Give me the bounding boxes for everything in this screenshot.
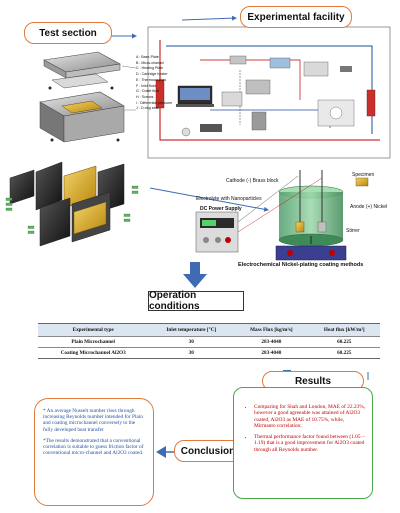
- table-cell: Coating Microchannel Al2O3: [38, 347, 149, 359]
- results-bullet: Thermal performance factor found between…: [254, 434, 366, 453]
- conclusion-paragraph: * An average Nusselt number rises throug…: [43, 408, 143, 433]
- col-experimental-type: Experimental type: [38, 323, 149, 337]
- test-section-legend: A : Base-Plate B : Micro-channel C : Hea…: [136, 55, 176, 112]
- table-cell: 30: [148, 347, 235, 359]
- legend-item: D : Cartridge heater: [136, 72, 168, 77]
- down-arrow-to-operation: [183, 262, 207, 288]
- legend-item: I : Differential pressure: [136, 100, 173, 105]
- table-cell: 283-4040: [234, 347, 309, 359]
- operation-conditions-title: Operation conditions: [148, 290, 244, 312]
- legend-item: F : Inlet fluid: [136, 83, 156, 88]
- stirrer-label: Stirrer: [346, 228, 360, 234]
- table-row: Plain Microchannel 30 283-4040 60.225: [38, 336, 380, 348]
- table-header-row: Experimental type Inlet temperature [°C]…: [38, 323, 380, 337]
- legend-item: A : Base-Plate: [136, 55, 159, 59]
- conclusion-title: Conclusion: [174, 440, 242, 462]
- connector-arrows: [110, 15, 369, 380]
- operation-conditions-table: Experimental type Inlet temperature [°C]…: [38, 323, 380, 359]
- anode-label: Anode (+) Nickel: [350, 204, 388, 210]
- specimen-label: Specimen: [352, 172, 375, 178]
- table-cell: Plain Microchannel: [38, 336, 149, 348]
- legend-item: C : Heating Plate: [136, 66, 164, 71]
- conclusion-paragraph: *The results demonstrated that a convent…: [43, 437, 144, 457]
- table-cell: 60.225: [308, 347, 380, 359]
- experimental-facility-schematic: [147, 26, 391, 159]
- legend-item: E : Thermocouples: [136, 77, 167, 82]
- test-section-assembly: [39, 51, 137, 143]
- test-section-title: Test section: [24, 22, 112, 44]
- legend-item: J : O-ring seal: [136, 106, 159, 111]
- cathode-label: Cathode (-) Brass block: [226, 178, 279, 184]
- table-cell: 30: [148, 336, 235, 348]
- table-cell: 283-4040: [234, 336, 309, 348]
- legend-item: H : Screws: [136, 94, 154, 99]
- legend-item: B : Micro-channel: [136, 60, 164, 65]
- col-mass-flux: Mass Flux [kg/m²s]: [234, 323, 309, 337]
- table-cell: 60.225: [308, 336, 380, 348]
- exploded-view: [5, 161, 139, 247]
- plating-apparatus: [195, 170, 369, 261]
- legend-item: G : Outlet fluid: [136, 89, 159, 94]
- results-card: Comparing for Shah and London, MAE of 22…: [233, 387, 373, 499]
- table-row: Coating Microchannel Al2O3 30 283-4040 6…: [38, 347, 380, 359]
- col-heat-flux: Heat flux [kW/m²]: [308, 323, 380, 337]
- dc-power-label: DC Power Supply: [200, 206, 242, 212]
- results-bullet: Comparing for Shah and London, MAE of 22…: [254, 404, 366, 429]
- electrolyte-label: Electrolyte with Nanoparticles: [196, 196, 262, 202]
- conclusion-card: * An average Nusselt number rises throug…: [34, 398, 154, 506]
- experimental-facility-title: Experimental facility: [240, 6, 352, 28]
- col-inlet-temperature: Inlet temperature [°C]: [148, 323, 235, 337]
- nickel-plating-caption: Electrochemical Nickel-plating coating m…: [238, 262, 364, 268]
